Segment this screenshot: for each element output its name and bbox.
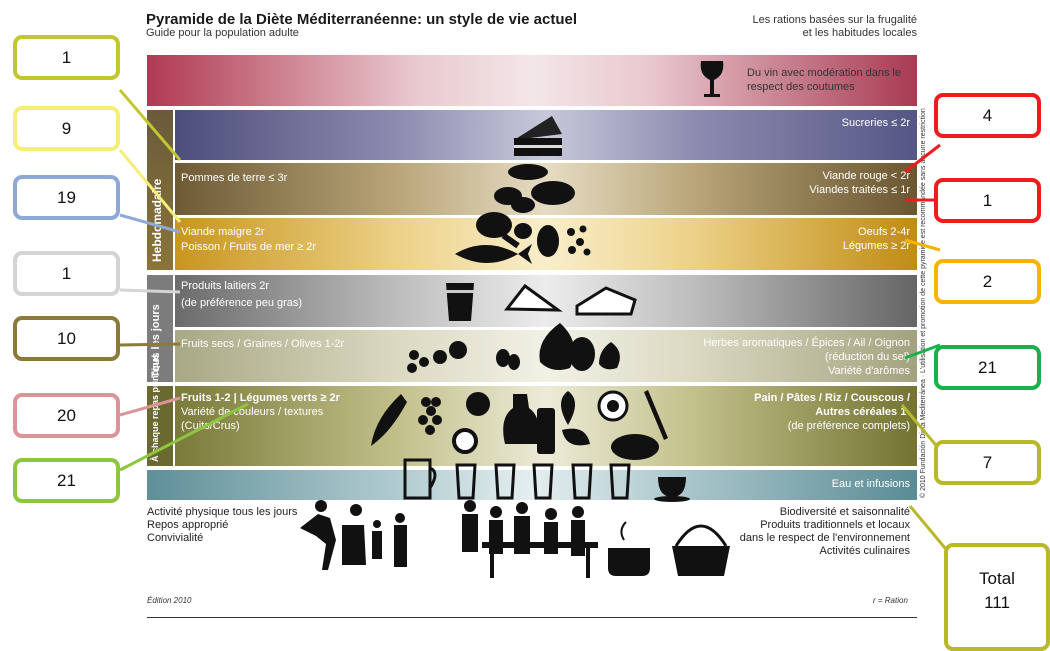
wine-line: Du vin avec modération dans le: [747, 67, 902, 79]
basket-icon: [672, 524, 730, 576]
lifestyle-line: dans le respect de l'environnement: [739, 532, 910, 544]
cake-icon: [514, 116, 562, 156]
potatoes-text: Pommes de terre ≤ 3r: [181, 172, 288, 184]
fish-line: Poisson / Fruits de mer ≥ 2r: [181, 241, 317, 253]
lifestyle-line: Convivialité: [147, 532, 204, 544]
meat-line: Viande rouge < 2r: [822, 170, 910, 182]
page-subtitle: Guide pour la population adulte: [146, 27, 299, 39]
tagline: Les rations basées sur la frugalité et l…: [753, 14, 917, 40]
wheat-icon: [644, 390, 668, 440]
herbs-line: Herbes aromatiques / Épices / Ail / Oign…: [703, 337, 910, 349]
dairy-line: (de préférence peu gras): [181, 297, 303, 309]
fish-icon: [455, 244, 532, 264]
callout-lean-meat-count: 9: [13, 106, 120, 151]
lifestyle-right: Biodiversité et saisonnalité Produits tr…: [740, 506, 910, 558]
callout-herbs-count: 21: [934, 345, 1041, 390]
fruits-line: Variété de couleurs / textures: [181, 406, 324, 418]
lifestyle-line: Repos approprié: [147, 519, 229, 531]
ration-note: r = Ration: [873, 596, 908, 605]
lifestyle-line: Activités culinaires: [819, 545, 910, 557]
olive-icon: [407, 341, 520, 373]
callout-red-meat-count: 4: [934, 93, 1041, 138]
tagline-line: Les rations basées sur la frugalité: [752, 14, 917, 26]
callout-dairy-count: 1: [13, 251, 120, 296]
onion-icon: [539, 323, 595, 371]
cooking-pot-icon: [608, 521, 650, 576]
callout-processed-meat-count: 1: [934, 178, 1041, 223]
cereals-line: Autres céréales 1-: [815, 406, 910, 418]
bread-icon: [611, 434, 659, 460]
dairy-line: Produits laitiers 2r: [181, 280, 270, 292]
chicken-leg-icon: [476, 212, 532, 249]
apple-icon: [452, 392, 490, 454]
water-text: Eau et infusions: [831, 478, 910, 490]
footer-divider: [147, 617, 917, 618]
fish-left-text: Viande maigre 2r Poisson / Fruits de mer…: [181, 225, 316, 255]
cheese-icon: [503, 283, 637, 316]
lifestyle-left: Activité physique tous les jours Repos a…: [147, 506, 297, 545]
artichoke-icon: [561, 391, 590, 446]
cereals-line: Pain / Pâtes / Riz / Couscous /: [754, 392, 910, 404]
herbs-line: Variété d'arômes: [828, 365, 910, 377]
wine-glass-icon: [700, 61, 724, 97]
herbs-text: Herbes aromatiques / Épices / Ail / Oign…: [703, 336, 910, 378]
cereals-text: Pain / Pâtes / Riz / Couscous / Autres c…: [754, 391, 910, 433]
callout-fish-count: 19: [13, 175, 120, 220]
water-glass-icon: [403, 458, 631, 500]
callout-nuts-count: 10: [13, 316, 120, 361]
nuts-text: Fruits secs / Graines / Olives 1-2r: [181, 338, 345, 350]
lifestyle-line: Produits traditionnels et locaux: [760, 519, 910, 531]
egg-icon: [537, 225, 591, 257]
garlic-icon: [599, 342, 620, 370]
callout-fruits-count: 20: [13, 393, 120, 438]
dairy-text: Produits laitiers 2r (de préférence peu …: [181, 278, 302, 312]
cereals-line: (de préférence complets): [787, 420, 910, 432]
grapes-icon: [418, 397, 442, 435]
tagline-line: et les habitudes locales: [802, 27, 917, 39]
fruits-line: (Cuits/Crus): [181, 420, 240, 432]
lifestyle-line: Activité physique tous les jours: [147, 506, 298, 518]
fruits-line: Fruits 1-2 | Légumes verts ≥ 2r: [181, 392, 340, 404]
fish-line: Viande maigre 2r: [181, 226, 265, 238]
callout-cereals-count: 7: [934, 440, 1041, 485]
band-wine: [147, 55, 917, 106]
eggs-text: Oeufs 2-4r Légumes ≥ 2r: [843, 225, 910, 253]
callout-vegetables-count: 21: [13, 458, 120, 503]
wine-text: Du vin avec modération dans le respect d…: [747, 66, 901, 94]
edition-label: Édition 2010: [147, 596, 192, 605]
page-title: Pyramide de la Diète Méditerranéenne: un…: [146, 11, 577, 28]
wine-line: respect des coutumes: [747, 81, 855, 93]
meat-text: Viande rouge < 2r Viandes traitées ≤ 1r: [809, 169, 910, 197]
sweets-text: Sucreries ≤ 2r: [841, 117, 910, 129]
cabbage-icon: [597, 390, 629, 422]
fruits-text: Fruits 1-2 | Légumes verts ≥ 2r Variété …: [181, 391, 340, 433]
meat-line: Viandes traitées ≤ 1r: [809, 184, 910, 196]
olive-oil-jug-icon: [503, 394, 555, 454]
people-silhouette-icon: [300, 500, 598, 578]
callout-potatoes-count: 1: [13, 35, 120, 80]
sausage-icon: [494, 164, 575, 213]
lifestyle-line: Biodiversité et saisonnalité: [779, 506, 910, 518]
watermelon-icon: [371, 394, 407, 446]
eggs-line: Légumes ≥ 2r: [842, 240, 910, 252]
total-value: 111: [984, 593, 1010, 612]
callout-eggs-count: 2: [934, 259, 1041, 304]
eggs-line: Oeufs 2-4r: [858, 226, 910, 238]
total-label: Total: [979, 569, 1015, 588]
herbs-line: (réduction du sel): [825, 351, 910, 363]
band-water: [147, 470, 917, 500]
teacup-icon: [654, 477, 690, 502]
yogurt-icon: [446, 283, 474, 321]
callout-total: Total 111: [944, 543, 1050, 651]
